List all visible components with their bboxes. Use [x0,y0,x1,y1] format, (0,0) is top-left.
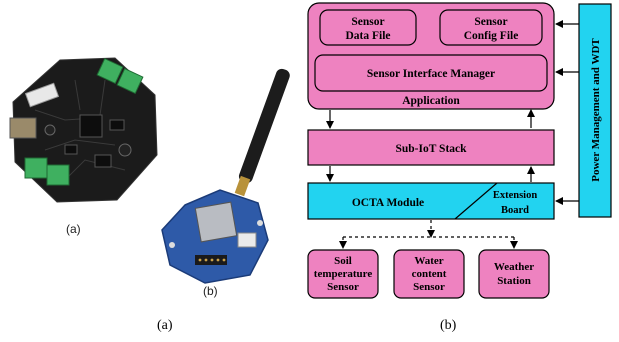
sensor-config-file-label: Sensor [474,16,507,28]
white-jst-connector [237,232,257,248]
subiot-stack-label: Sub-IoT Stack [395,143,467,155]
antenna [234,68,290,197]
subiot-stack-box [307,129,555,166]
sensor-data-file-box [319,9,417,46]
photo-a-octagonal-pcb [9,57,158,203]
soil-temperature-sensor-label: Soil [334,255,352,267]
photo-b-label: (b) [203,284,218,298]
extension-board-label: Extension [493,190,538,201]
svg-text:Config File: Config File [464,30,519,42]
photo-a-label: (a) [66,222,81,236]
mcu-chip [79,114,103,138]
svg-text:Station: Station [497,275,531,287]
power-management-box [578,3,612,218]
white-connector [24,82,60,108]
photo-b-blue-board-antenna [161,68,290,284]
green-terminal-top [96,57,144,95]
octa-extension-divider [454,182,498,220]
green-terminal-bottom [24,157,70,186]
svg-text:Board: Board [501,205,529,216]
rf-module [194,201,238,243]
water-content-sensor-box [393,249,465,299]
svg-text:Sensor: Sensor [327,281,359,293]
svg-text:content: content [412,268,447,280]
silver-connector [9,117,37,139]
left-figure-caption: (a) [157,318,173,333]
svg-text:Data File: Data File [345,30,390,42]
octa-module-box [307,182,555,220]
soil-temperature-sensor-box [307,249,379,299]
application-title: Application [402,95,460,107]
octa-module-label: OCTA Module [352,197,424,209]
power-management-label: Power Management and WDT [590,38,602,182]
weather-station-label: Weather [494,261,534,273]
svg-text:temperature: temperature [314,268,373,280]
right-figure-caption: (b) [440,318,457,333]
weather-station-box [478,249,550,299]
sensor-interface-manager-box [314,54,548,92]
sensor-interface-manager-label: Sensor Interface Manager [367,68,495,80]
sensor-data-file-label: Sensor [351,16,384,28]
svg-text:Sensor: Sensor [413,281,445,293]
sensor-config-file-box [439,9,543,46]
water-content-sensor-label: Water [414,255,443,267]
architecture-diagram: Sensor Data File Sensor Config File Sens… [307,2,612,299]
